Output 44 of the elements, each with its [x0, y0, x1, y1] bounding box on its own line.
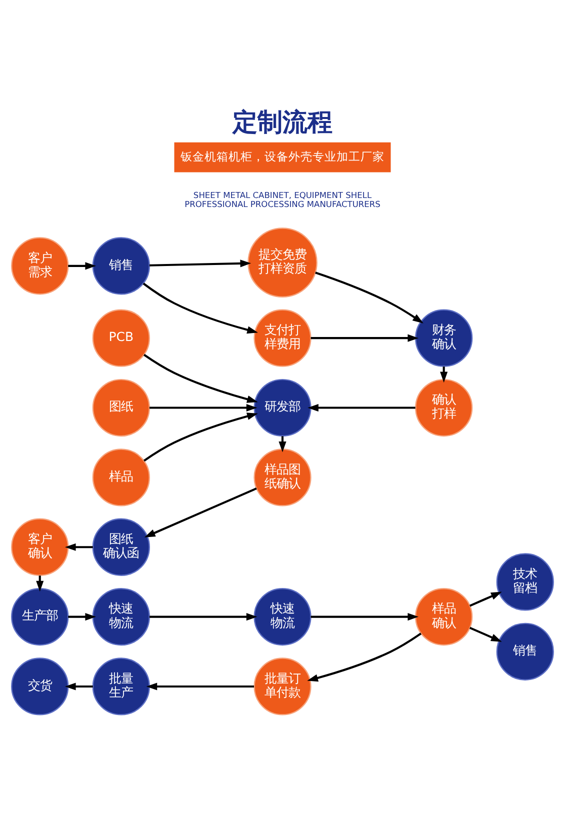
- arrow: [469, 626, 502, 642]
- arrow: [149, 260, 252, 268]
- arrow: [68, 613, 96, 621]
- arrow: [315, 272, 424, 324]
- node-circle: 批量订单付款: [254, 658, 312, 716]
- label: SHEET METAL CABINET, EQUIPMENT SHELL PROFESSIONAL PROCESSING MANUFACTURERS: [184, 190, 380, 210]
- arrow: [144, 487, 257, 538]
- node-circle: 提交免费打样资质: [248, 228, 318, 298]
- node-circle: 样品: [92, 448, 150, 506]
- node-circle: 财务确认: [415, 309, 473, 367]
- node-circle: PCB: [92, 309, 150, 367]
- node-circle: 图纸确认函: [92, 518, 150, 576]
- arrow: [307, 632, 422, 682]
- node-circle: 确认打样: [415, 378, 473, 437]
- node-circle: 客户需求: [11, 237, 69, 295]
- arrow: [142, 282, 258, 334]
- node-circle: 批量生产: [92, 658, 150, 716]
- node-circle: 销售: [92, 237, 150, 295]
- arrow: [469, 592, 502, 607]
- node-circle: 研发部: [254, 378, 312, 437]
- arrow: [143, 412, 258, 462]
- arrow: [149, 404, 258, 412]
- arrow: [143, 354, 258, 403]
- node-circle: 支付打样费用: [254, 309, 312, 367]
- arrow: [64, 682, 93, 690]
- node-circle: 技术留档: [496, 553, 554, 611]
- node-circle: 快速物流: [254, 588, 312, 646]
- label: 钣金机箱机柜，设备外壳专业加工厂家: [180, 149, 384, 164]
- node-circle: 生产部: [11, 588, 69, 646]
- node-circle: 样品图纸确认: [254, 448, 312, 506]
- arrow: [308, 404, 416, 412]
- arrow: [68, 262, 96, 270]
- arrow: [64, 543, 93, 551]
- arrow: [310, 613, 419, 621]
- arrow: [146, 682, 254, 690]
- node-circle: 销售: [496, 622, 554, 680]
- node-circle: 样品确认: [415, 588, 473, 646]
- arrow: [310, 334, 419, 342]
- node-circle: 快速物流: [92, 588, 150, 646]
- node-circle: 客户确认: [11, 518, 69, 576]
- diagram-title: 定制流程: [232, 108, 332, 137]
- arrow: [149, 613, 258, 621]
- node-circle: 图纸: [92, 378, 150, 437]
- node-circle: 交货: [11, 658, 69, 716]
